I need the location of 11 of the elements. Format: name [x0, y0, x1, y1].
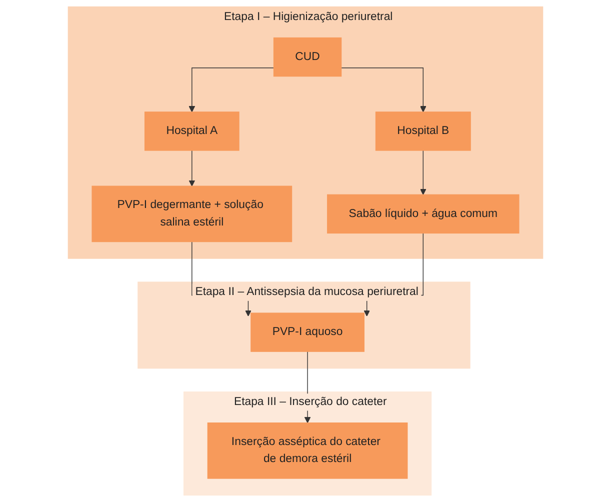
node-box: Hospital A [144, 112, 240, 151]
arrow [188, 150, 196, 186]
arrow [420, 150, 426, 195]
node-box: PVP-I aquoso [250, 312, 364, 352]
arrow [188, 68, 274, 112]
node-box: Inserção asséptica do cateter de demora estéril [207, 422, 408, 479]
node-box: Sabão líquido + água comum [327, 194, 520, 234]
arrow [340, 68, 426, 112]
node-box: Hospital B [375, 112, 471, 151]
node-box: CUD [273, 37, 342, 77]
node-box: PVP-I degermante + solução salina estéril [92, 186, 292, 242]
